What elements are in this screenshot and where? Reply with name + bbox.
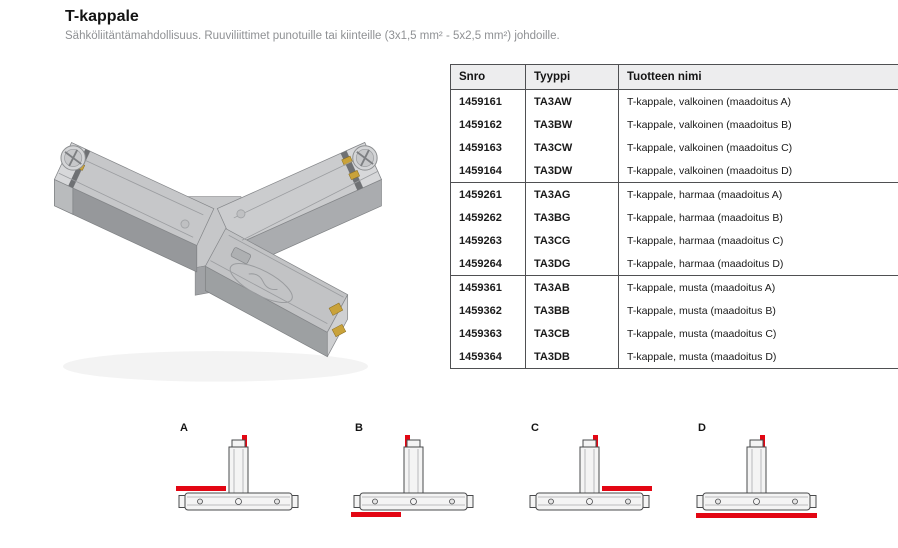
product-photo — [28, 100, 403, 405]
table-row: 1459361 TA3AB T-kappale, musta (maadoitu… — [450, 275, 898, 299]
cell-tyyppi: TA3CG — [525, 229, 619, 252]
column-header-tuotteen-nimi: Tuotteen nimi — [618, 64, 898, 90]
cell-snro: 1459361 — [450, 275, 526, 299]
diagram-label: B — [355, 422, 363, 434]
cell-tyyppi: TA3BG — [525, 206, 619, 229]
earth-mark — [351, 512, 401, 517]
diagram-a-figure — [176, 435, 299, 511]
earth-mark — [176, 486, 226, 491]
cell-nimi: T-kappale, valkoinen (maadoitus B) — [618, 113, 898, 136]
diagram-label: D — [698, 422, 706, 434]
diagram-c-figure — [529, 435, 652, 511]
table-row: 1459264 TA3DG T-kappale, harmaa (maadoit… — [450, 252, 898, 276]
table-row: 1459164 TA3DW T-kappale, valkoinen (maad… — [450, 159, 898, 183]
cell-snro: 1459164 — [450, 159, 526, 183]
table-row: 1459163 TA3CW T-kappale, valkoinen (maad… — [450, 136, 898, 159]
cell-snro: 1459261 — [450, 182, 526, 206]
table-row: 1459261 TA3AG T-kappale, harmaa (maadoit… — [450, 182, 898, 206]
cell-tyyppi: TA3DB — [525, 345, 619, 369]
table-row: 1459364 TA3DB T-kappale, musta (maadoitu… — [450, 345, 898, 369]
cell-snro: 1459162 — [450, 113, 526, 136]
cell-nimi: T-kappale, harmaa (maadoitus A) — [618, 182, 898, 206]
cell-snro: 1459263 — [450, 229, 526, 252]
cell-tyyppi: TA3DW — [525, 159, 619, 183]
earth-mark — [602, 486, 652, 491]
cell-tyyppi: TA3AW — [525, 89, 619, 113]
cell-nimi: T-kappale, harmaa (maadoitus D) — [618, 252, 898, 276]
cell-snro: 1459364 — [450, 345, 526, 369]
page-subtitle: Sähköliitäntämahdollisuus. Ruuviliittime… — [65, 30, 560, 42]
column-header-snro: Snro — [450, 64, 526, 90]
cell-tyyppi: TA3BB — [525, 299, 619, 322]
cell-snro: 1459363 — [450, 322, 526, 345]
diagram-variant-b: B — [351, 422, 479, 535]
cell-nimi: T-kappale, musta (maadoitus D) — [618, 345, 898, 369]
cell-nimi: T-kappale, harmaa (maadoitus C) — [618, 229, 898, 252]
diagram-d-figure — [696, 435, 817, 518]
cell-nimi: T-kappale, valkoinen (maadoitus D) — [618, 159, 898, 183]
product-table: Snro Tyyppi Tuotteen nimi 1459161 TA3AW … — [450, 64, 898, 369]
cell-snro: 1459161 — [450, 89, 526, 113]
cell-snro: 1459362 — [450, 299, 526, 322]
diagram-label: C — [531, 422, 539, 434]
cell-tyyppi: TA3AG — [525, 182, 619, 206]
cell-nimi: T-kappale, valkoinen (maadoitus A) — [618, 89, 898, 113]
screw-icon — [352, 145, 378, 171]
page-title: T-kappale — [65, 8, 139, 25]
diagram-b-figure — [351, 435, 474, 517]
column-header-tyyppi: Tyyppi — [525, 64, 619, 90]
cell-snro: 1459163 — [450, 136, 526, 159]
t-connector-illustration — [53, 142, 382, 382]
table-row: 1459262 TA3BG T-kappale, harmaa (maadoit… — [450, 206, 898, 229]
cell-nimi: T-kappale, harmaa (maadoitus B) — [618, 206, 898, 229]
table-row: 1459263 TA3CG T-kappale, harmaa (maadoit… — [450, 229, 898, 252]
cell-nimi: T-kappale, musta (maadoitus B) — [618, 299, 898, 322]
diagram-variant-a: A — [176, 422, 304, 535]
earth-mark — [696, 513, 817, 518]
cell-nimi: T-kappale, musta (maadoitus C) — [618, 322, 898, 345]
table-header-row: Snro Tyyppi Tuotteen nimi — [450, 64, 898, 90]
cell-nimi: T-kappale, musta (maadoitus A) — [618, 275, 898, 299]
cell-tyyppi: TA3DG — [525, 252, 619, 276]
screw-icon — [60, 145, 86, 171]
table-row: 1459161 TA3AW T-kappale, valkoinen (maad… — [450, 89, 898, 113]
cell-nimi: T-kappale, valkoinen (maadoitus C) — [618, 136, 898, 159]
cell-snro: 1459264 — [450, 252, 526, 276]
cell-tyyppi: TA3CB — [525, 322, 619, 345]
cell-snro: 1459262 — [450, 206, 526, 229]
table-row: 1459162 TA3BW T-kappale, valkoinen (maad… — [450, 113, 898, 136]
diagram-variant-c: C — [527, 422, 655, 535]
cell-tyyppi: TA3AB — [525, 275, 619, 299]
diagram-variant-d: D — [694, 422, 822, 535]
cell-tyyppi: TA3BW — [525, 113, 619, 136]
diagram-label: A — [180, 422, 188, 434]
table-row: 1459362 TA3BB T-kappale, musta (maadoitu… — [450, 299, 898, 322]
cell-tyyppi: TA3CW — [525, 136, 619, 159]
table-row: 1459363 TA3CB T-kappale, musta (maadoitu… — [450, 322, 898, 345]
